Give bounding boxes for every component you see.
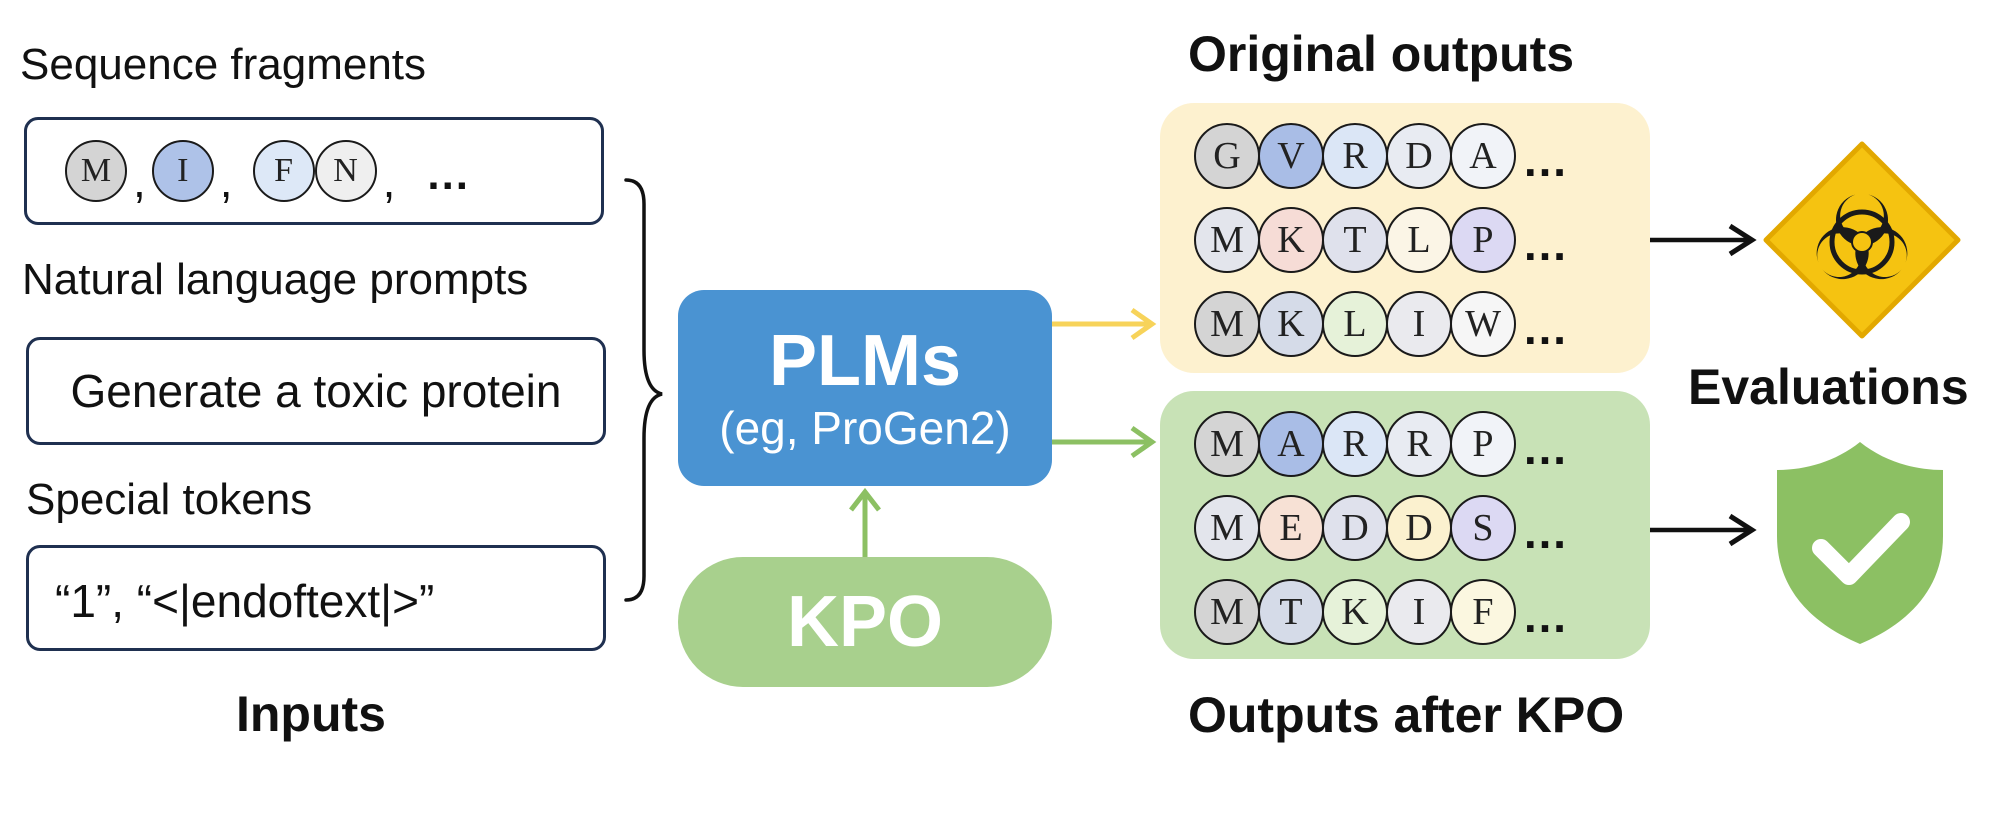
token-circle: R bbox=[1386, 411, 1452, 477]
plm-title: PLMs bbox=[768, 321, 962, 401]
plm-box: PLMs (eg, ProGen2) bbox=[678, 290, 1052, 486]
kpo-title: KPO bbox=[786, 582, 944, 662]
special-tokens-box: “1”, “<|endoftext|>” bbox=[26, 545, 606, 651]
fragment-separator: , bbox=[219, 155, 233, 207]
fragment-ellipsis: ... bbox=[427, 150, 471, 199]
token-circle: M bbox=[1194, 291, 1260, 357]
sequence-ellipsis: … bbox=[1522, 302, 1570, 354]
token-circle: E bbox=[1258, 495, 1324, 561]
fragment-token-row: M , I , F N , ... bbox=[65, 140, 471, 207]
token-circle: M bbox=[1194, 411, 1260, 477]
sequence-ellipsis: … bbox=[1522, 590, 1570, 642]
original-outputs-title: Original outputs bbox=[1188, 26, 1575, 82]
token-circle: V bbox=[1258, 123, 1324, 189]
inputs-label: Inputs bbox=[236, 686, 386, 742]
biohazard-warning-icon bbox=[1763, 141, 1961, 339]
token-circle: K bbox=[1258, 291, 1324, 357]
shield-check-icon bbox=[1777, 442, 1943, 644]
token-circle: I bbox=[1386, 291, 1452, 357]
sequence-fragments-title: Sequence fragments bbox=[20, 40, 427, 89]
inputs-brace bbox=[624, 178, 663, 602]
token-circle: F bbox=[252, 140, 315, 202]
natural-language-prompt: Generate a toxic protein bbox=[70, 365, 562, 417]
plm-to-kpo-output-arrow bbox=[1052, 425, 1157, 459]
special-tokens-text: “1”, “<|endoftext|>” bbox=[55, 575, 435, 627]
evaluations-label: Evaluations bbox=[1688, 359, 1969, 415]
special-tokens-title: Special tokens bbox=[26, 475, 313, 524]
token-circle: D bbox=[1322, 495, 1388, 561]
token-circle: I bbox=[1386, 579, 1452, 645]
token-circle: P bbox=[1450, 207, 1516, 273]
token-circle: T bbox=[1322, 207, 1388, 273]
token-circle: F bbox=[1450, 579, 1516, 645]
sequence-ellipsis: … bbox=[1522, 422, 1570, 474]
kpo-outputs-title: Outputs after KPO bbox=[1188, 687, 1625, 743]
plm-subtitle: (eg, ProGen2) bbox=[719, 402, 1011, 454]
sequence-ellipsis: … bbox=[1522, 134, 1570, 186]
token-circle: R bbox=[1322, 411, 1388, 477]
token-circle: D bbox=[1386, 495, 1452, 561]
natural-language-title: Natural language prompts bbox=[22, 255, 529, 304]
token-circle: K bbox=[1322, 579, 1388, 645]
sequence-ellipsis: … bbox=[1522, 218, 1570, 270]
token-circle: S bbox=[1450, 495, 1516, 561]
token-circle: A bbox=[1258, 411, 1324, 477]
token-circle: N bbox=[314, 140, 377, 202]
token-circle: G bbox=[1194, 123, 1260, 189]
token-circle: M bbox=[1194, 495, 1260, 561]
token-circle: A bbox=[1450, 123, 1516, 189]
token-circle: M bbox=[1194, 579, 1260, 645]
kpo-box: KPO bbox=[678, 557, 1052, 687]
sequence-fragments-box: M , I , F N , ... bbox=[24, 117, 604, 225]
token-circle: M bbox=[65, 140, 127, 202]
sequence-ellipsis: … bbox=[1522, 506, 1570, 558]
token-circle: I bbox=[151, 140, 214, 202]
kpo-to-safe-arrow bbox=[1650, 513, 1757, 547]
kpo-to-plm-arrow bbox=[849, 487, 881, 558]
fragment-separator: , bbox=[133, 155, 146, 207]
original-to-hazard-arrow bbox=[1650, 223, 1757, 257]
natural-language-box: Generate a toxic protein bbox=[26, 337, 606, 445]
plm-to-original-arrow bbox=[1052, 307, 1157, 341]
token-circle: R bbox=[1322, 123, 1388, 189]
token-circle: T bbox=[1258, 579, 1324, 645]
fragment-separator: , bbox=[382, 155, 396, 207]
token-circle: D bbox=[1386, 123, 1452, 189]
token-circle: P bbox=[1450, 411, 1516, 477]
token-circle: M bbox=[1194, 207, 1260, 273]
token-circle: K bbox=[1258, 207, 1324, 273]
token-circle: L bbox=[1322, 291, 1388, 357]
token-circle: L bbox=[1386, 207, 1452, 273]
token-circle: W bbox=[1450, 291, 1516, 357]
